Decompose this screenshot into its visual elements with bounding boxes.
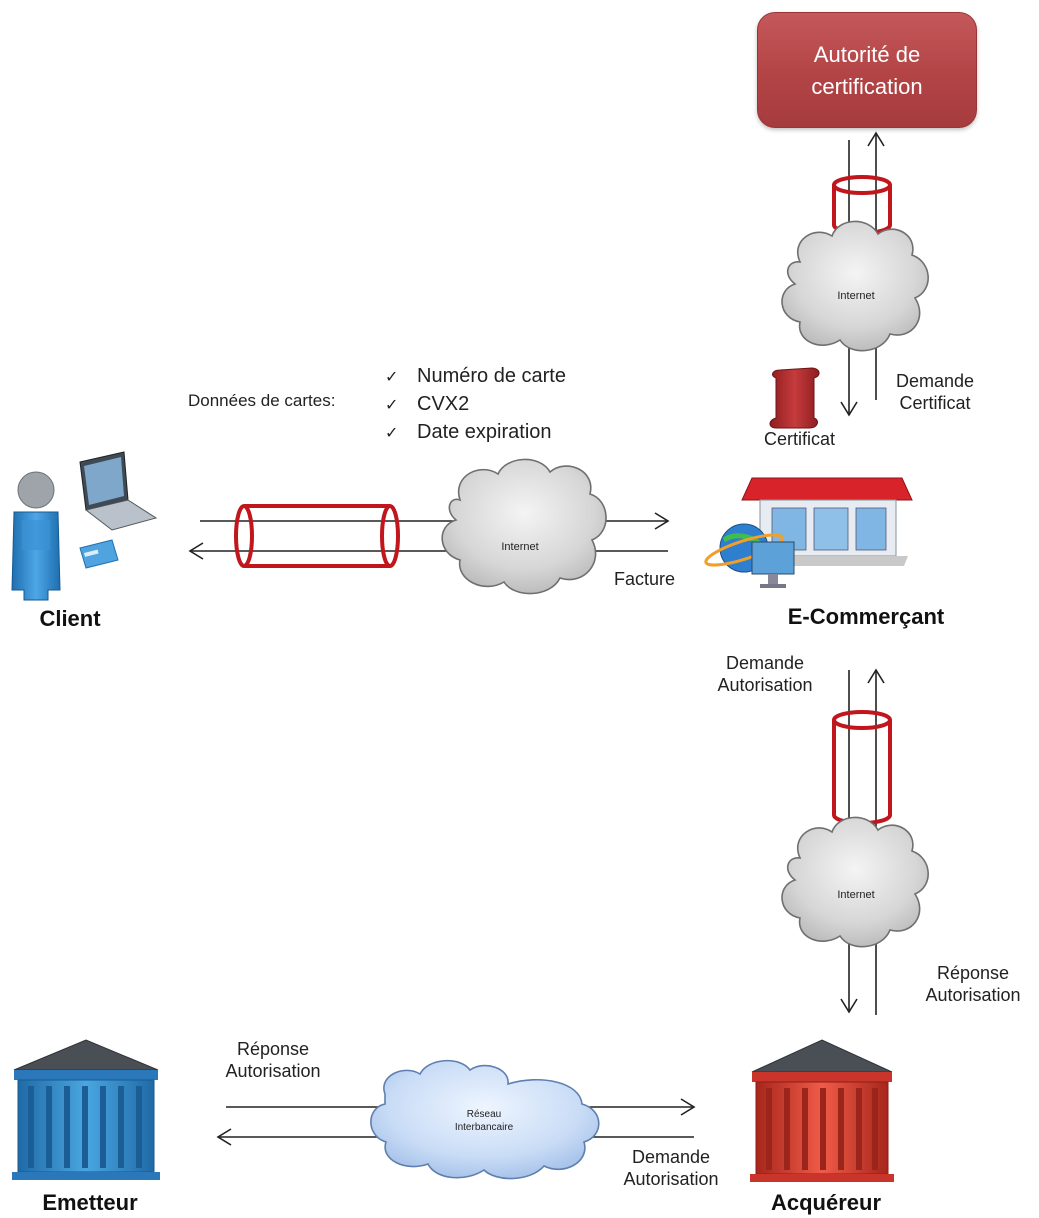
- client-icon: [11, 451, 158, 601]
- cloud-label-middle: Internet: [501, 541, 539, 553]
- reponse-autorisation-right-label: Réponse Autorisation: [908, 962, 1038, 1006]
- to-acquirer-horizontal-arrowhead: [680, 1098, 696, 1116]
- interbank-label-line1: Réseau: [466, 1109, 502, 1120]
- internet-cloud-top: [781, 220, 929, 352]
- demande-autorisation-top-label: Demande Autorisation: [700, 652, 830, 696]
- reponse-autorisation-right-line1: Réponse: [936, 963, 1010, 983]
- ca-label-line1: Autorité de: [813, 42, 921, 67]
- internet-cloud-right: [781, 816, 929, 948]
- facture-label: Facture: [614, 569, 676, 589]
- client-tunnel: [234, 504, 400, 568]
- check-icon: ✓: [385, 397, 399, 414]
- client-label: Client: [39, 606, 101, 631]
- certificat-label: Certificat: [764, 429, 836, 449]
- acquirer-label: Acquéreur: [770, 1190, 882, 1215]
- card-data-item-label: Numéro de carte: [417, 365, 566, 387]
- to-acquirer-arrowhead: [840, 998, 858, 1014]
- issuer-label: Emetteur: [42, 1190, 138, 1215]
- to-client-arrowhead: [188, 542, 204, 560]
- certification-authority-label: Autorité de certification: [758, 39, 976, 103]
- demande-certificat-label: Demande Certificat: [880, 370, 990, 414]
- check-icon: ✓: [385, 425, 399, 442]
- check-icon: ✓: [385, 369, 399, 386]
- card-data-list: ✓ Numéro de carte ✓ CVX2 ✓ Date expiration: [385, 362, 566, 446]
- card-data-item-label: CVX2: [417, 393, 470, 415]
- demande-autorisation-top-line1: Demande: [725, 653, 805, 673]
- card-data-item: ✓ Numéro de carte: [385, 362, 566, 390]
- demande-autorisation-top-line2: Autorisation: [717, 675, 813, 695]
- merchant-shop-icon: [704, 477, 913, 588]
- demande-certificat-line2: Certificat: [899, 393, 971, 413]
- demande-autorisation-bottom-label: Demande Autorisation: [606, 1146, 736, 1190]
- to-merchant-arrowhead: [654, 512, 670, 530]
- acquirer-bank-icon: [750, 1039, 894, 1182]
- interbank-cloud: [370, 1059, 600, 1180]
- issuer-bank-icon: [12, 1039, 160, 1180]
- ca-down-arrowhead: [840, 401, 858, 417]
- internet-cloud-middle: [441, 458, 607, 595]
- card-data-item: ✓ Date expiration: [385, 418, 566, 446]
- card-data-item-label: Date expiration: [417, 421, 552, 443]
- ca-label-line2: certification: [811, 74, 923, 99]
- cloud-label-top: Internet: [837, 290, 875, 302]
- demande-certificat-line1: Demande: [895, 371, 975, 391]
- certification-authority-box: Autorité de certification: [757, 12, 977, 128]
- acquirer-tunnel: [832, 710, 892, 825]
- card-data-item: ✓ CVX2: [385, 390, 566, 418]
- merchant-label: E-Commerçant: [787, 604, 945, 629]
- to-merchant-vertical-arrowhead: [867, 668, 885, 684]
- reponse-autorisation-left-label: Réponse Autorisation: [208, 1038, 338, 1082]
- ca-up-arrowhead: [867, 131, 885, 147]
- reponse-autorisation-left-line2: Autorisation: [225, 1061, 321, 1081]
- reponse-autorisation-right-line2: Autorisation: [925, 985, 1021, 1005]
- certificate-scroll-icon: [769, 367, 820, 429]
- reponse-autorisation-left-line1: Réponse: [236, 1039, 310, 1059]
- to-issuer-arrowhead: [216, 1128, 232, 1146]
- cloud-label-interbank: Réseau Interbancaire: [440, 1108, 528, 1134]
- card-data-heading: Données de cartes:: [188, 391, 336, 410]
- demande-autorisation-bottom-line1: Demande: [631, 1147, 711, 1167]
- demande-autorisation-bottom-line2: Autorisation: [623, 1169, 719, 1189]
- interbank-label-line2: Interbancaire: [454, 1122, 514, 1133]
- cloud-label-right: Internet: [837, 889, 875, 901]
